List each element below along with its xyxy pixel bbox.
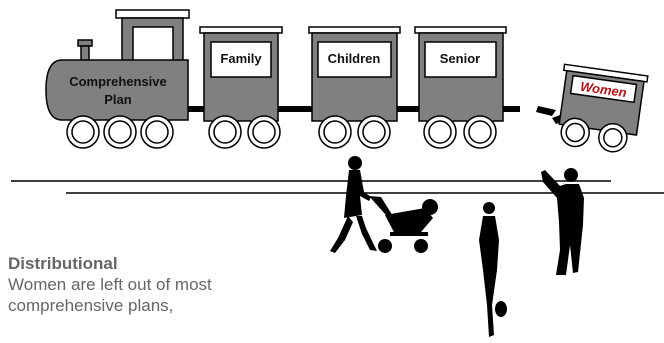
front-leg <box>356 216 377 251</box>
stroller-canopy <box>422 199 438 215</box>
car-label-women: Women <box>579 79 627 100</box>
car-sign <box>317 41 392 78</box>
car-family: Family <box>199 26 283 122</box>
engine-label-line-1: Comprehensive <box>69 74 167 89</box>
car-sign <box>424 41 497 78</box>
stroller-wheel <box>378 239 392 253</box>
standing-woman-silhouette <box>479 202 507 337</box>
car-women-detached: Women <box>558 63 649 153</box>
wheel <box>140 115 174 149</box>
car-roof <box>414 26 507 34</box>
engine-label-line-2: Plan <box>104 92 132 107</box>
stroller-frame <box>390 232 428 236</box>
car-sign <box>210 41 272 78</box>
smokestack-cap <box>77 39 93 47</box>
wheel <box>598 122 628 153</box>
car-senior: Senior <box>414 26 507 122</box>
cab-window <box>132 26 174 62</box>
head <box>483 202 495 214</box>
engine: Comprehensive Plan <box>45 9 190 121</box>
back-leg <box>330 216 353 253</box>
wheel <box>66 115 100 149</box>
caption-body: Women are left out of most comprehensive… <box>8 275 212 315</box>
head <box>564 168 578 182</box>
stroller-wheel <box>414 239 428 253</box>
wheel <box>560 117 590 148</box>
wheel <box>208 115 242 149</box>
wheel <box>423 115 457 149</box>
woman-with-stroller-silhouette <box>330 156 438 253</box>
cab-roof <box>115 9 190 19</box>
engine-body <box>45 59 189 121</box>
body <box>479 216 499 337</box>
wheel <box>103 115 137 149</box>
wheel <box>357 115 391 149</box>
stroller-seat <box>385 208 433 236</box>
handbag <box>495 301 507 317</box>
car-label-senior: Senior <box>440 51 480 66</box>
body <box>541 170 584 275</box>
car-label-children: Children <box>328 51 381 66</box>
caption-heading: Distributional <box>8 254 118 273</box>
wheel <box>318 115 352 149</box>
car-roof <box>199 26 283 34</box>
car-roof <box>308 26 401 34</box>
car-sign <box>569 74 638 104</box>
caption-block: Distributional Women are left out of mos… <box>8 253 308 316</box>
head <box>348 156 362 170</box>
car-label-family: Family <box>220 51 262 66</box>
torso <box>344 170 371 218</box>
waving-woman-silhouette <box>541 168 584 275</box>
wheel <box>463 115 497 149</box>
car-children: Children <box>308 26 401 122</box>
train-wheels <box>66 115 497 149</box>
broken-coupler-left <box>536 106 556 116</box>
wheel <box>247 115 281 149</box>
